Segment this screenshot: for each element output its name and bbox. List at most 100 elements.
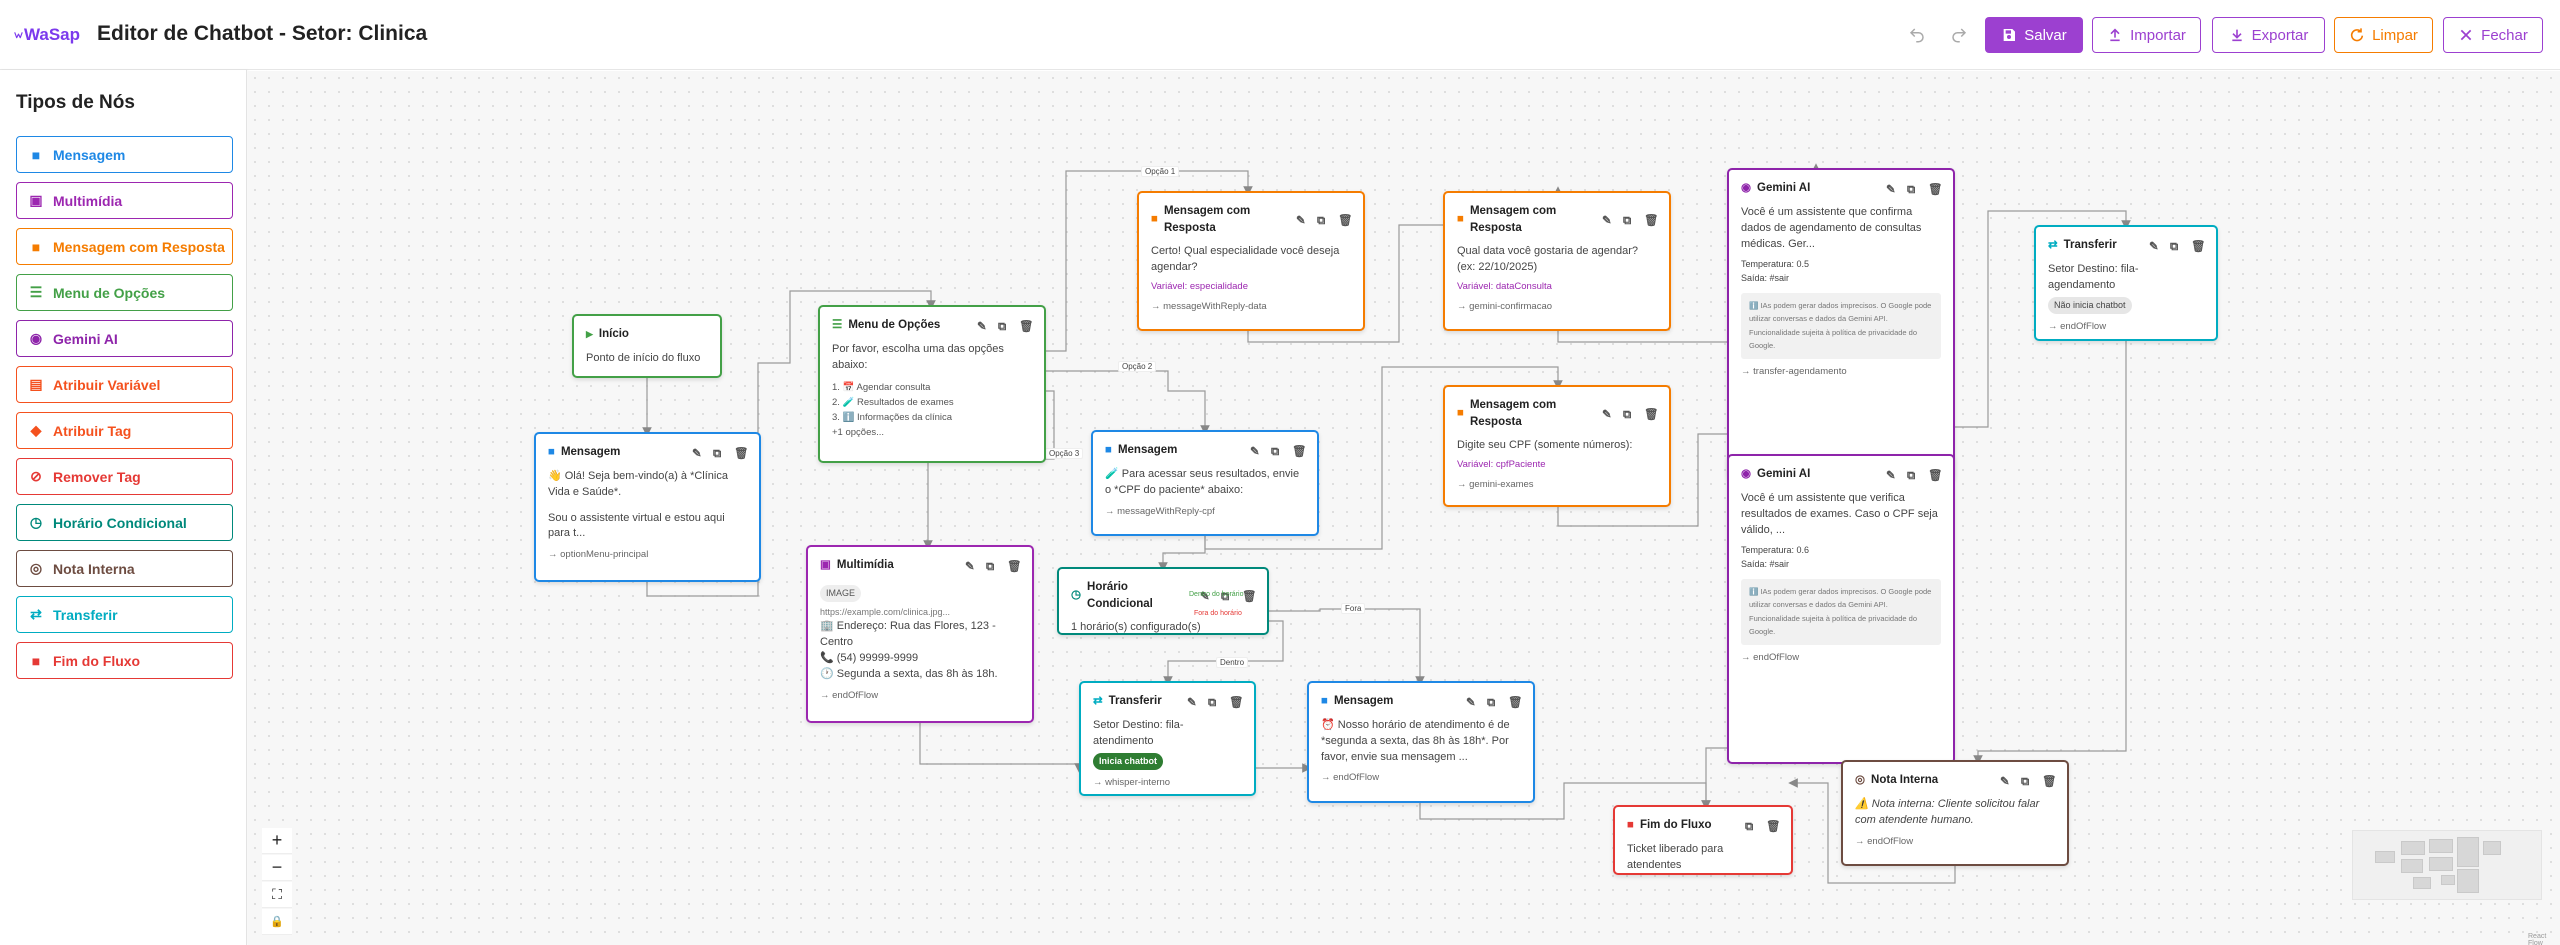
clear-button[interactable]: Limpar [2334,17,2433,53]
edit-icon[interactable]: ✎ [2149,240,2159,253]
node-mensagem-resultados[interactable]: ■Mensagem✎⧉🗑 🧪 Para acessar seus resulta… [1091,430,1319,536]
redo-icon[interactable] [1946,22,1972,48]
logo-text: WaSap [23,25,80,44]
delete-icon[interactable]: 🗑 [1928,183,1943,196]
node-nota-interna[interactable]: ◎Nota Interna✎⧉🗑 ⚠️ Nota interna: Client… [1841,760,2069,866]
flow-edge[interactable] [1269,608,1425,686]
flow-edge[interactable] [1046,170,1253,352]
flow-canvas[interactable]: Opção 1 Opção 2 Opção 3 Fora Dentro ▶Iní… [248,71,2560,945]
node-type-atribuir-tag[interactable]: ◆Atribuir Tag [16,412,233,449]
copy-icon[interactable]: ⧉ [998,320,1007,333]
import-button[interactable]: Importar [2092,17,2201,53]
edit-icon[interactable]: ✎ [965,560,975,573]
node-menu-opcoes[interactable]: ☰Menu de Opções✎⧉🗑 Por favor, escolha um… [818,305,1046,463]
remove-tag-icon: ⊘ [30,468,42,484]
flow-edge[interactable] [1973,341,2127,765]
node-type-atribuir-variável[interactable]: ▤Atribuir Variável [16,366,233,403]
copy-icon[interactable]: ⧉ [1623,215,1632,228]
node-mensagem-welcome[interactable]: ■Mensagem✎⧉🗑 👋 Olá! Seja bem-vindo(a) à … [534,432,761,582]
node-mensagem-resposta-data[interactable]: ■Mensagem com Resposta✎⧉🗑 Qual data você… [1443,191,1671,331]
chat-icon: ■ [548,446,555,458]
node-type-menu-de-opções[interactable]: ☰Menu de Opções [16,274,233,311]
node-mensagem-resposta-especialidade[interactable]: ■Mensagem com Resposta✎⧉🗑 Certo! Qual es… [1137,191,1365,331]
delete-icon[interactable]: 🗑 [1019,320,1034,333]
node-gemini-exames[interactable]: ◉Gemini AI✎⧉🗑 Você é um assistente que v… [1727,454,1955,764]
node-transferir-agendamento[interactable]: ⇄Transferir✎⧉🗑 Setor Destino: fila-agend… [2034,225,2218,341]
node-type-nota-interna[interactable]: ◎Nota Interna [16,550,233,587]
minimap[interactable] [2352,830,2542,900]
edit-icon[interactable]: ✎ [1602,409,1612,422]
node-type-horário-condicional[interactable]: ◷Horário Condicional [16,504,233,541]
flow-edge[interactable] [919,723,1084,773]
copy-icon[interactable]: ⧉ [2170,240,2179,253]
node-type-mensagem-com-resposta[interactable]: ■Mensagem com Resposta [16,228,233,265]
image-icon: ▣ [29,192,43,208]
lock-button[interactable]: 🔒 [262,909,292,935]
edit-icon[interactable]: ✎ [1886,183,1896,196]
zoom-in-button[interactable]: + [262,828,292,854]
flow-edge[interactable] [646,290,936,597]
node-type-fim-do-fluxo[interactable]: ■Fim do Fluxo [16,642,233,679]
flow-edge[interactable] [1158,536,1206,572]
flow-edge[interactable] [1788,778,1956,884]
edit-icon[interactable]: ✎ [1250,445,1260,458]
delete-icon[interactable]: 🗑 [2042,775,2057,788]
delete-icon[interactable]: 🗑 [1508,696,1523,709]
export-button[interactable]: Exportar [2212,17,2325,53]
zoom-out-button[interactable]: − [262,855,292,881]
node-multimidia[interactable]: ▣Multimídia✎⧉🗑 IMAGE https://example.com… [806,545,1034,723]
flow-edge[interactable] [1204,366,1563,550]
delete-icon[interactable]: 🗑 [1644,409,1659,422]
delete-icon[interactable]: 🗑 [2191,240,2206,253]
edit-icon[interactable]: ✎ [1200,591,1210,604]
node-fim-fluxo[interactable]: ■Fim do Fluxo⧉🗑 Ticket liberado para ate… [1613,805,1793,875]
copy-icon[interactable]: ⧉ [1907,183,1916,196]
edit-icon[interactable]: ✎ [1602,215,1612,228]
close-button[interactable]: Fechar [2443,17,2543,53]
copy-icon[interactable]: ⧉ [1221,591,1230,604]
copy-icon[interactable]: ⧉ [1907,469,1916,482]
copy-icon[interactable]: ⧉ [1487,696,1496,709]
delete-icon[interactable]: 🗑 [1338,215,1353,228]
node-horario-condicional[interactable]: ◷Horário Condicional✎⧉🗑 1 horário(s) con… [1057,567,1269,635]
edit-icon[interactable]: ✎ [1296,215,1306,228]
node-type-gemini-ai[interactable]: ◉Gemini AI [16,320,233,357]
copy-icon[interactable]: ⧉ [713,447,722,460]
edit-icon[interactable]: ✎ [977,320,987,333]
node-type-mensagem[interactable]: ■Mensagem [16,136,233,173]
node-type-multimídia[interactable]: ▣Multimídia [16,182,233,219]
node-transferir-atendimento[interactable]: ⇄Transferir✎⧉🗑 Setor Destino: fila-atend… [1079,681,1256,796]
delete-icon[interactable]: 🗑 [1229,696,1244,709]
edit-icon[interactable]: ✎ [2000,775,2010,788]
node-inicio[interactable]: ▶Início Ponto de início do fluxo [572,314,722,378]
edit-icon[interactable]: ✎ [1466,696,1476,709]
sidebar-title: Tipos de Nós [16,92,135,113]
flow-edge[interactable] [1163,620,1284,686]
delete-icon[interactable]: 🗑 [1766,820,1781,833]
edit-icon[interactable]: ✎ [692,447,702,460]
undo-icon[interactable] [1904,22,1930,48]
edit-icon[interactable]: ✎ [1886,469,1896,482]
delete-icon[interactable]: 🗑 [1928,469,1943,482]
copy-icon[interactable]: ⧉ [1745,820,1754,833]
flow-edge[interactable] [1046,370,1210,435]
copy-icon[interactable]: ⧉ [1208,696,1217,709]
delete-icon[interactable]: 🗑 [1644,215,1659,228]
delete-icon[interactable]: 🗑 [734,447,749,460]
node-type-transferir[interactable]: ⇄Transferir [16,596,233,633]
node-mensagem-resposta-cpf[interactable]: ■Mensagem com Resposta✎⧉🗑 Digite seu CPF… [1443,385,1671,507]
delete-icon[interactable]: 🗑 [1242,591,1257,604]
copy-icon[interactable]: ⧉ [1317,215,1326,228]
node-gemini-agendamento[interactable]: ◉Gemini AI✎⧉🗑 Você é um assistente que c… [1727,168,1955,480]
copy-icon[interactable]: ⧉ [1623,409,1632,422]
node-mensagem-horario[interactable]: ■Mensagem✎⧉🗑 ⏰ Nosso horário de atendime… [1307,681,1535,803]
copy-icon[interactable]: ⧉ [2021,775,2030,788]
delete-icon[interactable]: 🗑 [1292,445,1307,458]
copy-icon[interactable]: ⧉ [1271,445,1280,458]
save-button[interactable]: Salvar [1985,17,2083,53]
edit-icon[interactable]: ✎ [1187,696,1197,709]
copy-icon[interactable]: ⧉ [986,560,995,573]
fit-view-button[interactable]: ⛶ [262,882,292,908]
delete-icon[interactable]: 🗑 [1007,560,1022,573]
node-type-remover-tag[interactable]: ⊘Remover Tag [16,458,233,495]
